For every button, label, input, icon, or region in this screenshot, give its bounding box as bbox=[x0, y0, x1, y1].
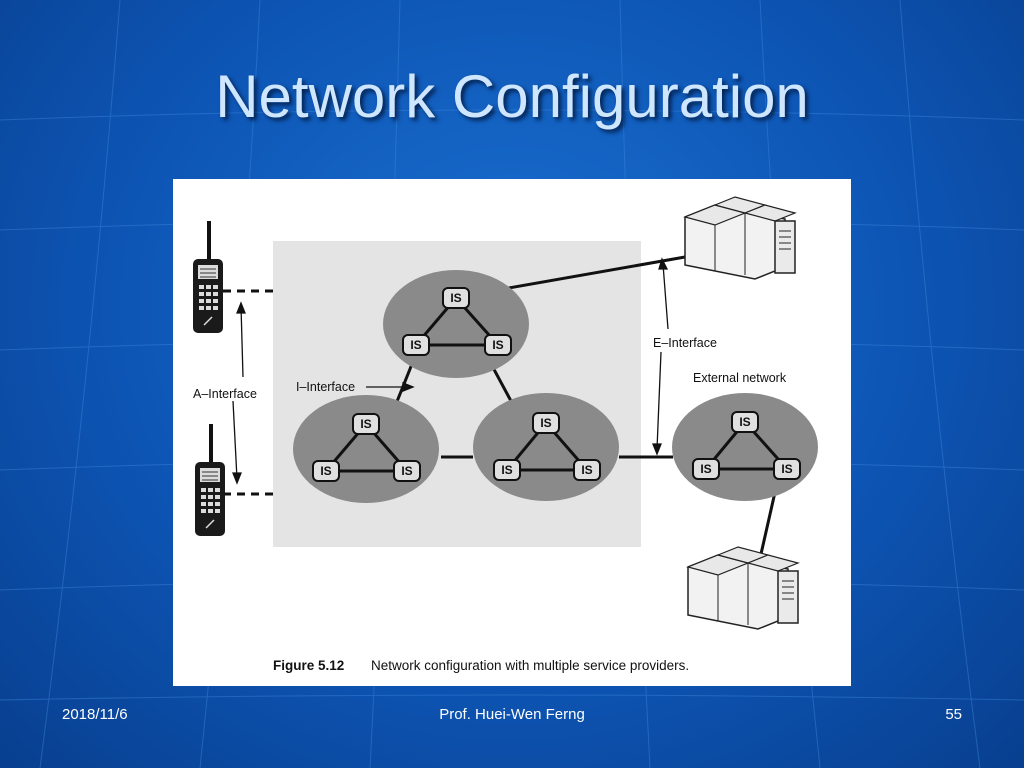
figure-caption-number: Figure 5.12 bbox=[273, 658, 344, 673]
mobile-phone-icon bbox=[194, 423, 226, 537]
link-top-server bbox=[502, 255, 686, 291]
a-interface-label: A–Interface bbox=[193, 387, 257, 401]
is-node-label: IS bbox=[781, 462, 792, 476]
network-cloud-left bbox=[293, 395, 439, 503]
server-icon bbox=[687, 546, 799, 630]
is-node-label: IS bbox=[492, 338, 503, 352]
is-node-label: IS bbox=[581, 463, 592, 477]
network-cloud-external bbox=[672, 393, 818, 501]
is-node-label: IS bbox=[401, 464, 412, 478]
network-cloud-top bbox=[383, 270, 529, 378]
is-node-label: IS bbox=[540, 416, 551, 430]
i-interface-label: I–Interface bbox=[296, 380, 355, 394]
mobile-phone-icon bbox=[192, 220, 224, 334]
e-interface-arrow bbox=[656, 351, 662, 450]
a-interface-arrow bbox=[232, 400, 238, 480]
footer-date: 2018/11/6 bbox=[62, 706, 128, 723]
is-node-label: IS bbox=[501, 463, 512, 477]
is-node-label: IS bbox=[700, 462, 711, 476]
server-icon bbox=[684, 196, 796, 280]
network-diagram: IS IS IS IS IS IS IS IS IS IS IS IS bbox=[192, 196, 818, 673]
is-node-label: IS bbox=[410, 338, 421, 352]
is-node-label: IS bbox=[450, 291, 461, 305]
footer-author: Prof. Huei-Wen Ferng bbox=[439, 706, 585, 723]
is-node-label: IS bbox=[739, 415, 750, 429]
e-interface-arrow bbox=[662, 263, 669, 330]
a-interface-arrow bbox=[240, 305, 244, 378]
network-figure: IS IS IS IS IS IS IS IS IS IS IS IS bbox=[173, 179, 851, 686]
figure-caption-text: Network configuration with multiple serv… bbox=[371, 658, 689, 673]
footer-page-number: 55 bbox=[945, 706, 962, 723]
external-network-label: External network bbox=[693, 371, 787, 385]
network-cloud-middle bbox=[473, 393, 619, 501]
is-node-label: IS bbox=[360, 417, 371, 431]
e-interface-label: E–Interface bbox=[653, 336, 717, 350]
is-node-label: IS bbox=[320, 464, 331, 478]
slide-title: Network Configuration bbox=[215, 63, 809, 130]
